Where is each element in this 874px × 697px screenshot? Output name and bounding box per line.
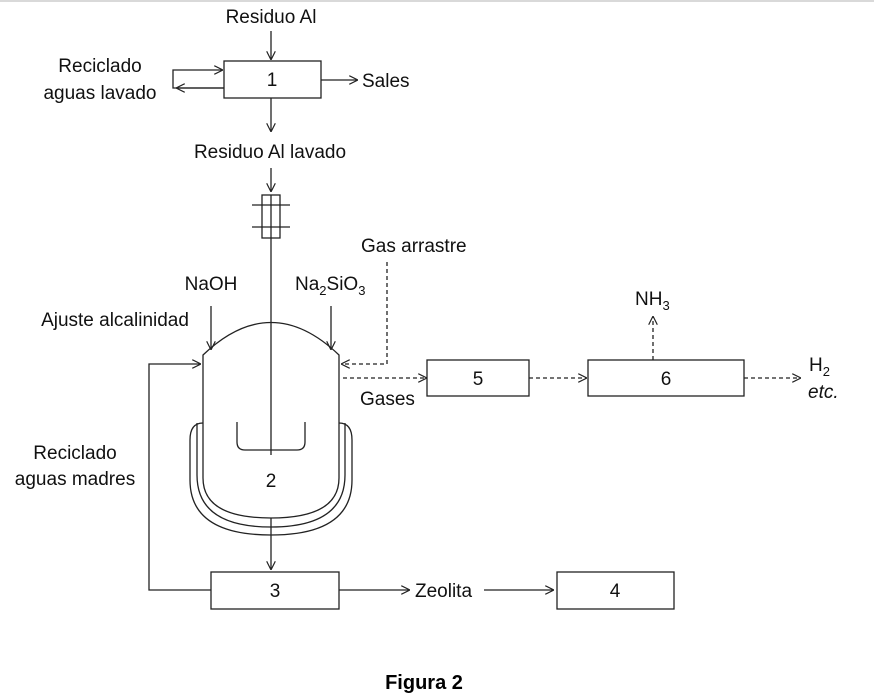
unit-4-label: 4: [610, 581, 621, 602]
unit-6-box: [587, 359, 745, 397]
unit-1-box: [223, 60, 322, 99]
label-ajuste-alcalinidad: Ajuste alcalinidad: [41, 310, 189, 331]
label-residuo-al: Residuo Al: [226, 7, 317, 28]
unit-2-label: 2: [266, 471, 277, 492]
label-sales: Sales: [362, 71, 410, 92]
label-reciclado-lavado-2: aguas lavado: [43, 83, 156, 104]
label-residuo-lavado: Residuo Al lavado: [194, 142, 346, 163]
unit-6-label: 6: [661, 369, 672, 390]
unit-3-label: 3: [270, 581, 281, 602]
label-reciclado-madres-2: aguas madres: [15, 469, 135, 490]
label-zeolita: Zeolita: [415, 581, 472, 602]
label-h2: H2: [809, 355, 830, 379]
label-etc: etc.: [808, 382, 839, 403]
label-na2sio3: Na2SiO3: [295, 274, 365, 298]
unit-5-label: 5: [473, 369, 484, 390]
arrow-recycle-mother-liquor: [148, 364, 211, 591]
label-reciclado-madres-1: Reciclado: [33, 443, 116, 464]
label-reciclado-lavado-1: Reciclado: [58, 56, 141, 77]
feeder-valve-icon: [252, 194, 290, 239]
label-naoh: NaOH: [185, 274, 238, 295]
unit-1-label: 1: [267, 70, 278, 91]
label-nh3: NH3: [635, 289, 670, 313]
arrow-gas-arrastre: [342, 262, 388, 364]
recycle-wash-in-arrow: [172, 70, 224, 89]
top-border: [0, 0, 874, 2]
label-gas-arrastre: Gas arrastre: [361, 236, 467, 257]
figure-caption: Figura 2: [385, 672, 463, 694]
label-gases: Gases: [360, 389, 415, 410]
unit-4-box: [556, 571, 675, 610]
